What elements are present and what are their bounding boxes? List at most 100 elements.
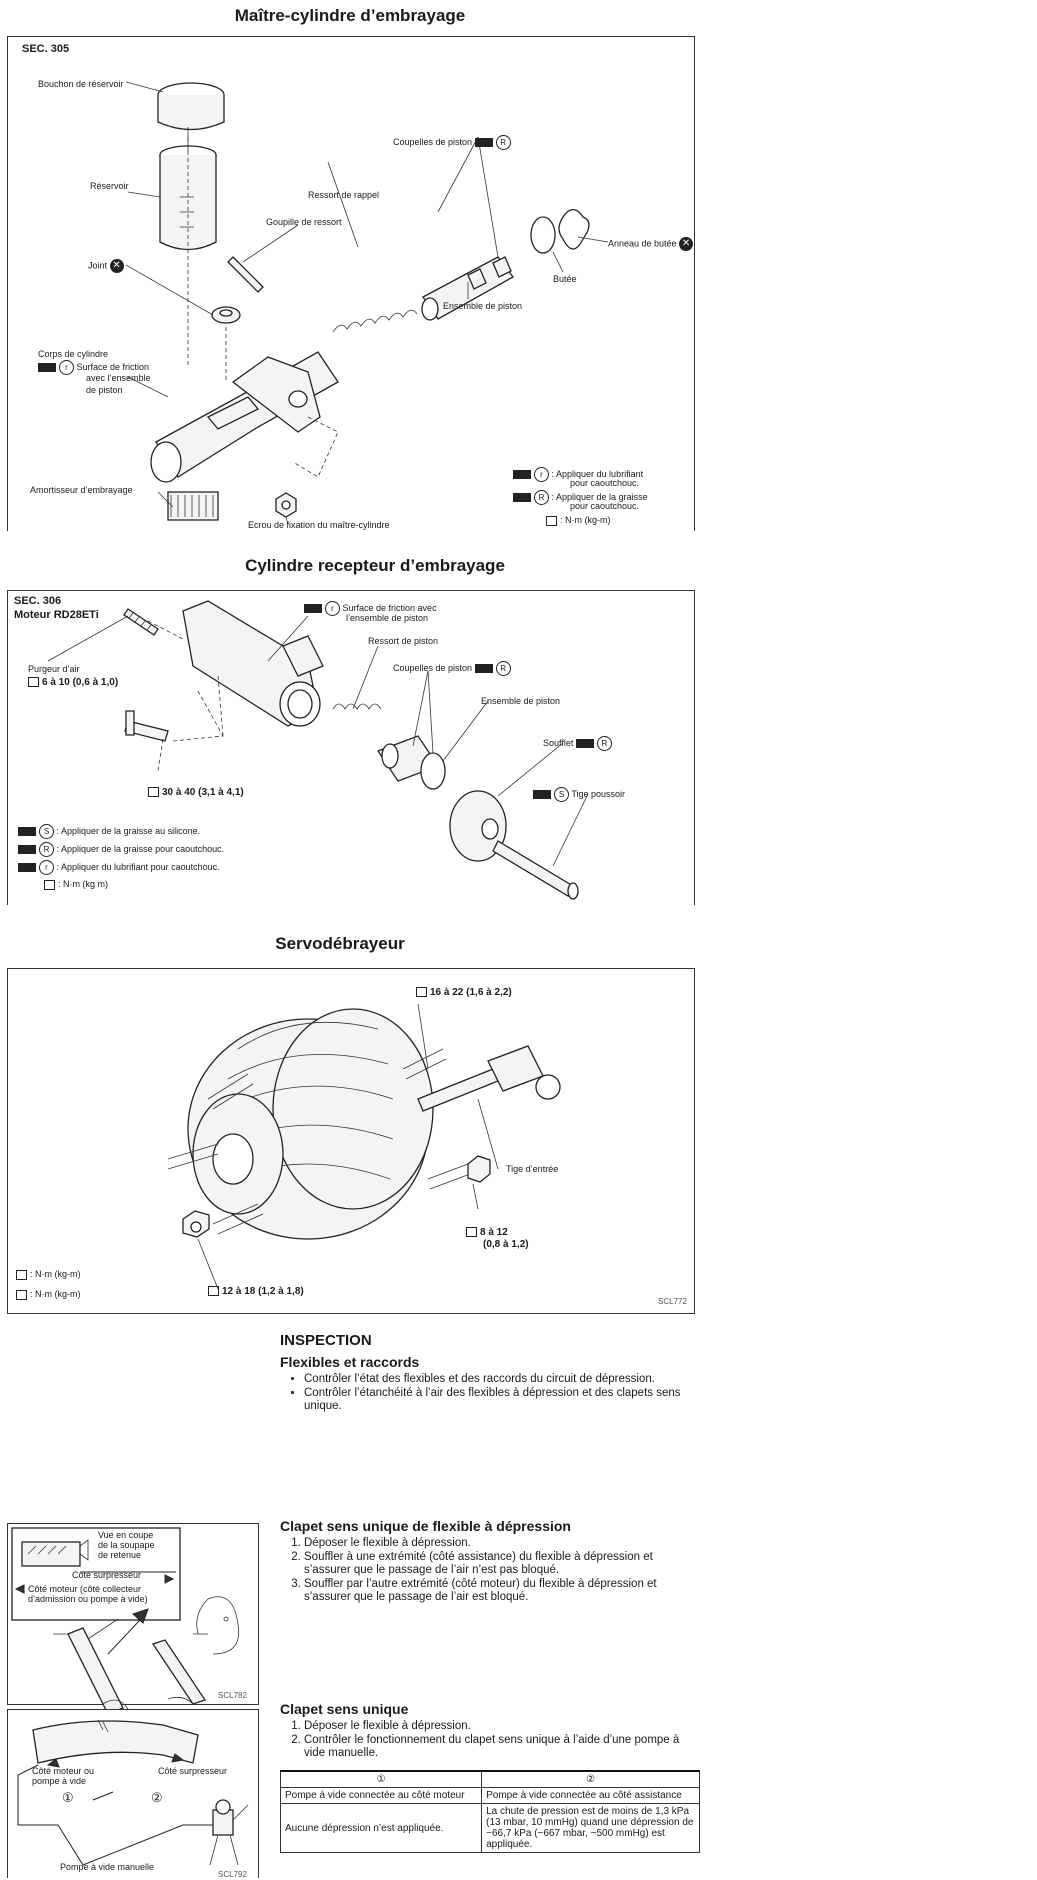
fig3-legend-nm2: : N·m (kg-m) <box>16 1289 81 1300</box>
fig2-tige-text: Tige poussoir <box>571 788 626 799</box>
fig4-frame: Vue en coupe de la soupape de retenue Cô… <box>7 1523 259 1715</box>
fig1-label-goupille: Goupille de ressort <box>266 217 342 227</box>
rubber-grease-icon: R <box>596 736 612 751</box>
fig2-legend-R-text: : Appliquer de la graisse pour caoutchou… <box>56 843 225 854</box>
fig3-label-tige: Tige d’entrée <box>506 1164 559 1174</box>
fig5-pompe: Pompe à vide manuelle <box>60 1862 155 1872</box>
fig5-cote-moteur-text-2: pompe à vide <box>32 1776 87 1786</box>
fig2-sec: SEC. 306 <box>14 595 62 607</box>
list-item: Souffler à une extrémité (côté assistanc… <box>304 1551 700 1577</box>
clapet-check-table: ① ② Pompe à vide connectée au côté moteu… <box>279 1770 700 1853</box>
fig5-cote-surpresseur: Côté surpresseur <box>158 1766 228 1776</box>
fig1-label-amortisseur: Amortisseur d’embrayage <box>30 485 133 495</box>
fig1-legend-R-text-2: pour caoutchouc. <box>570 501 640 511</box>
table-header-row: ① ② <box>279 1770 700 1788</box>
fig1-legend-R-text: : Appliquer de la graisse <box>551 491 648 502</box>
fig3-code: SCL772 <box>658 1297 687 1306</box>
fig2-torque-2: 30 à 40 (3,1 à 4,1) <box>148 787 244 798</box>
fig3-torque-right: 8 à 12 <box>466 1227 508 1238</box>
torque-wrench-icon <box>546 515 557 526</box>
fig2-title: Cylindre recepteur d’embrayage <box>245 556 505 575</box>
fig2-label-ressort: Ressort de piston <box>368 636 439 646</box>
fig3-frame: 16 à 22 (1,6 à 2,2) Tige d’entrée 8 à 12… <box>7 968 695 1314</box>
torque-wrench-icon <box>208 1286 219 1297</box>
fig2-label-purgeur: Purgeur d’air <box>28 664 80 674</box>
table-row: Pompe à vide connectée au côté moteur Po… <box>279 1787 700 1804</box>
fig1-surface-text-2: avec l’ensemble <box>86 373 151 383</box>
fig1-legend-r-text-2: pour caoutchouc. <box>570 478 640 488</box>
fig1-label-coupelles: Coupelles de piston R <box>393 135 511 150</box>
fig4-cote-surpresseur: Côté surpresseur <box>72 1570 142 1580</box>
fig2-legend-R: R : Appliquer de la graisse pour caoutch… <box>18 842 224 857</box>
clapet-flexible-heading: Clapet sens unique de flexible à dépress… <box>280 1518 571 1534</box>
rubber-grease-icon: R <box>534 490 549 505</box>
rubber-grease-icon: R <box>39 842 54 857</box>
fig5-frame: Côté moteur ou pompe à vide Côté surpres… <box>7 1709 259 1879</box>
fig4-drawing <box>11 1527 240 1715</box>
torque-wrench-icon <box>28 677 39 688</box>
fig4-cote-moteur-text-1: Côté moteur (côté collecteur <box>28 1584 142 1594</box>
fig3-legend-nm1: : N·m (kg-m) <box>16 1269 81 1280</box>
grease-symbol-icon <box>474 664 493 673</box>
clapet-steps: Déposer le flexible à dépression. Contrô… <box>280 1720 700 1760</box>
do-not-reuse-icon: ✕ <box>109 259 124 273</box>
fig5-port-1: ① <box>62 1790 74 1805</box>
fig1-legend-R: R : Appliquer de la graisse <box>513 490 648 505</box>
fig2-label-surface: r Surface de friction avec <box>304 601 437 616</box>
fig4-cote-moteur-text-2: d’admission ou pompe à vide) <box>28 1594 148 1604</box>
fig1-label-anneau: Anneau de butée ✕ <box>608 237 694 251</box>
fig2-legend-r: r : Appliquer du lubrifiant pour caoutch… <box>18 860 220 875</box>
fig2-torque-1-text: 6 à 10 (0,6 à 1,0) <box>42 677 119 688</box>
fig1-legend-r: r : Appliquer du lubrifiant <box>513 467 643 482</box>
inspection-list: Contrôler l’état des flexibles et des ra… <box>280 1373 700 1413</box>
fig3-legend-nm1-text: : N·m (kg-m) <box>30 1269 81 1279</box>
fig1-title: Maître-cylindre d’embrayage <box>234 6 466 25</box>
table-cell: Aucune dépression n’est appliquée. <box>279 1803 483 1853</box>
fig2-torque-1: 6 à 10 (0,6 à 1,0) <box>28 677 118 688</box>
table-cell: Pompe à vide connectée au côté assistanc… <box>481 1787 700 1804</box>
fig2-moteur: Moteur RD28ETi <box>14 609 99 621</box>
fig2-frame: SEC. 306 Moteur RD28ETi r Surface de fri… <box>7 590 695 905</box>
fig1-label-bouchon: Bouchon de réservoir <box>38 79 124 89</box>
fig4-vue-label: Vue en coupe de la soupape de retenue <box>98 1530 155 1560</box>
fig2-coupelles-text: Coupelles de piston <box>393 662 473 673</box>
rubber-lubricant-icon: r <box>325 601 340 616</box>
grease-symbol-icon <box>533 790 551 799</box>
table-header: ② <box>481 1770 700 1788</box>
fig2-label-tige: S Tige poussoir <box>533 787 625 802</box>
rubber-lubricant-icon: r <box>59 360 74 375</box>
torque-wrench-icon <box>16 1269 27 1280</box>
clapet-section: Clapet sens unique Déposer le flexible à… <box>280 1702 700 1761</box>
fig2-legend-r-text: : Appliquer du lubrifiant pour caoutchou… <box>56 861 220 872</box>
grease-symbol-icon <box>575 739 594 748</box>
clapet-flexible-section: Clapet sens unique de flexible à dépress… <box>280 1518 700 1605</box>
fig4-vue-text-3: de retenue <box>98 1550 142 1560</box>
fig1-sec: SEC. 305 <box>22 43 70 55</box>
fig1-label-ecrou: Ecrou de fixation du maître-cylindre <box>248 520 390 530</box>
torque-wrench-icon <box>44 879 55 890</box>
inspection-heading: INSPECTION <box>280 1332 372 1349</box>
silicone-grease-icon: S <box>554 787 569 802</box>
fig3-drawing <box>167 1003 561 1290</box>
grease-symbol-icon <box>38 363 56 372</box>
grease-symbol-icon <box>304 604 322 613</box>
torque-wrench-icon <box>416 987 427 998</box>
grease-symbol-icon <box>18 827 36 836</box>
fig2-label-coupelles: Coupelles de piston R <box>393 661 511 676</box>
fig1-surface-text-3: de piston <box>86 385 123 395</box>
fig3-torque-right-text-1: 8 à 12 <box>480 1227 508 1238</box>
fig3-torque-bottom: 12 à 18 (1,2 à 1,8) <box>208 1286 304 1297</box>
fig1-coupelles-text: Coupelles de piston <box>393 136 473 147</box>
fig1-label-corps: Corps de cylindre <box>38 349 109 359</box>
torque-wrench-icon <box>16 1289 27 1300</box>
torque-wrench-icon <box>466 1227 477 1238</box>
fig1-label-surface: r Surface de friction <box>38 360 149 375</box>
fig2-legend-nm: : N·m (kg m) <box>44 879 108 890</box>
fig2-legend-nm-text: : N·m (kg m) <box>58 879 108 889</box>
fig1-surface-text-1: Surface de friction <box>76 361 150 372</box>
fig3-torque-bottom-text: 12 à 18 (1,2 à 1,8) <box>222 1286 304 1297</box>
inspection-section: INSPECTION Flexibles et raccords Contrôl… <box>280 1332 700 1414</box>
fig5-cote-moteur-text-1: Côté moteur ou <box>32 1766 95 1776</box>
list-item: Souffler par l’autre extrémité (côté mot… <box>304 1578 700 1604</box>
fig2-torque-2-text: 30 à 40 (3,1 à 4,1) <box>162 787 244 798</box>
